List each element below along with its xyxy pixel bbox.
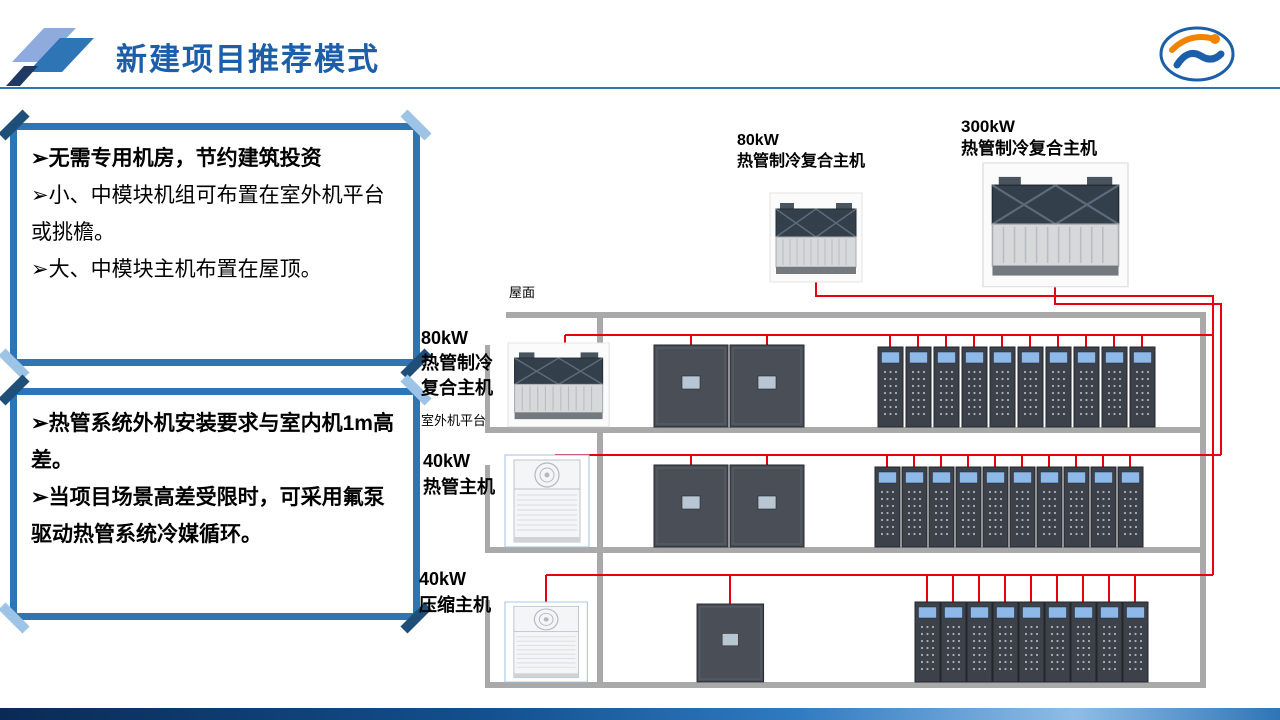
indoor-units-floor2 bbox=[653, 464, 1145, 549]
company-logo bbox=[1159, 26, 1235, 82]
bullet-line: ➢热管系统外机安装要求与室内机1m高差。 bbox=[31, 412, 394, 472]
info-box-install-requirements: ➢热管系统外机安装要求与室内机1m高差。 ➢当项目场景高差受限时，可采用氟泵驱动… bbox=[0, 374, 432, 634]
diagram-canvas bbox=[485, 161, 1222, 688]
refrigerant-piping bbox=[545, 282, 1222, 604]
label-roof-unit-300kw: 300kW 热管制冷复合主机 bbox=[961, 116, 1097, 160]
corner-accent bbox=[0, 348, 30, 380]
header-decoration bbox=[6, 28, 94, 86]
label-floor3-unit: 40kW 压缩主机 bbox=[419, 566, 491, 618]
corner-accent bbox=[0, 109, 30, 141]
unit-name-text: 热管主机 bbox=[423, 477, 495, 497]
unit-name-text: 热管制冷 bbox=[421, 353, 493, 373]
label-roof-unit-80kw: 80kW 热管制冷复合主机 bbox=[737, 130, 865, 172]
balcony-outdoor-unit-floor2 bbox=[504, 454, 590, 548]
unit-name-text: 复合主机 bbox=[421, 378, 493, 398]
power-text: 300kW bbox=[961, 117, 1015, 136]
balcony-outdoor-unit-floor1 bbox=[507, 342, 611, 428]
label-floor2-unit: 40kW 热管主机 bbox=[423, 448, 495, 500]
system-diagram: 80kW 热管制冷复合主机 300kW 热管制冷复合主机 屋面 80kW 热管制… bbox=[415, 110, 1280, 710]
label-roof-surface: 屋面 bbox=[509, 285, 536, 300]
roof-outdoor-unit-80kw bbox=[769, 192, 863, 283]
footer-bar bbox=[0, 708, 1280, 720]
bullet-line: ➢当项目场景高差受限时，可采用氟泵驱动热管系统冷媒循环。 bbox=[31, 486, 385, 546]
roof-outdoor-unit-300kw bbox=[981, 161, 1130, 288]
power-text: 40kW bbox=[423, 451, 471, 471]
bullet-line: ➢大、中模块主机布置在屋顶。 bbox=[31, 258, 322, 281]
indoor-units-floor3 bbox=[696, 600, 1150, 684]
corner-accent bbox=[0, 602, 30, 634]
label-floor1-unit: 80kW 热管制冷 复合主机 室外机平台 bbox=[421, 326, 493, 433]
unit-name-text: 热管制冷复合主机 bbox=[737, 153, 866, 170]
info-box-site-layout: ➢无需专用机房，节约建筑投资 ➢小、中模块机组可布置在室外机平台或挑檐。 ➢大、… bbox=[0, 109, 432, 380]
unit-name-text: 热管制冷复合主机 bbox=[961, 139, 1097, 158]
power-text: 80kW bbox=[737, 132, 779, 149]
page-title: 新建项目推荐模式 bbox=[116, 42, 380, 77]
unit-name-text: 压缩主机 bbox=[419, 595, 491, 615]
building-structure bbox=[485, 312, 1206, 688]
header-divider bbox=[0, 87, 1280, 89]
bullet-line: ➢小、中模块机组可布置在室外机平台或挑檐。 bbox=[31, 184, 385, 244]
balcony-outdoor-unit-floor3 bbox=[504, 601, 588, 683]
power-text: 40kW bbox=[419, 569, 467, 589]
bullet-line: ➢无需专用机房，节约建筑投资 bbox=[31, 147, 322, 170]
power-text: 80kW bbox=[421, 328, 469, 348]
corner-accent bbox=[0, 374, 30, 406]
indoor-units-floor1 bbox=[653, 344, 1157, 429]
platform-label: 室外机平台 bbox=[421, 413, 487, 428]
